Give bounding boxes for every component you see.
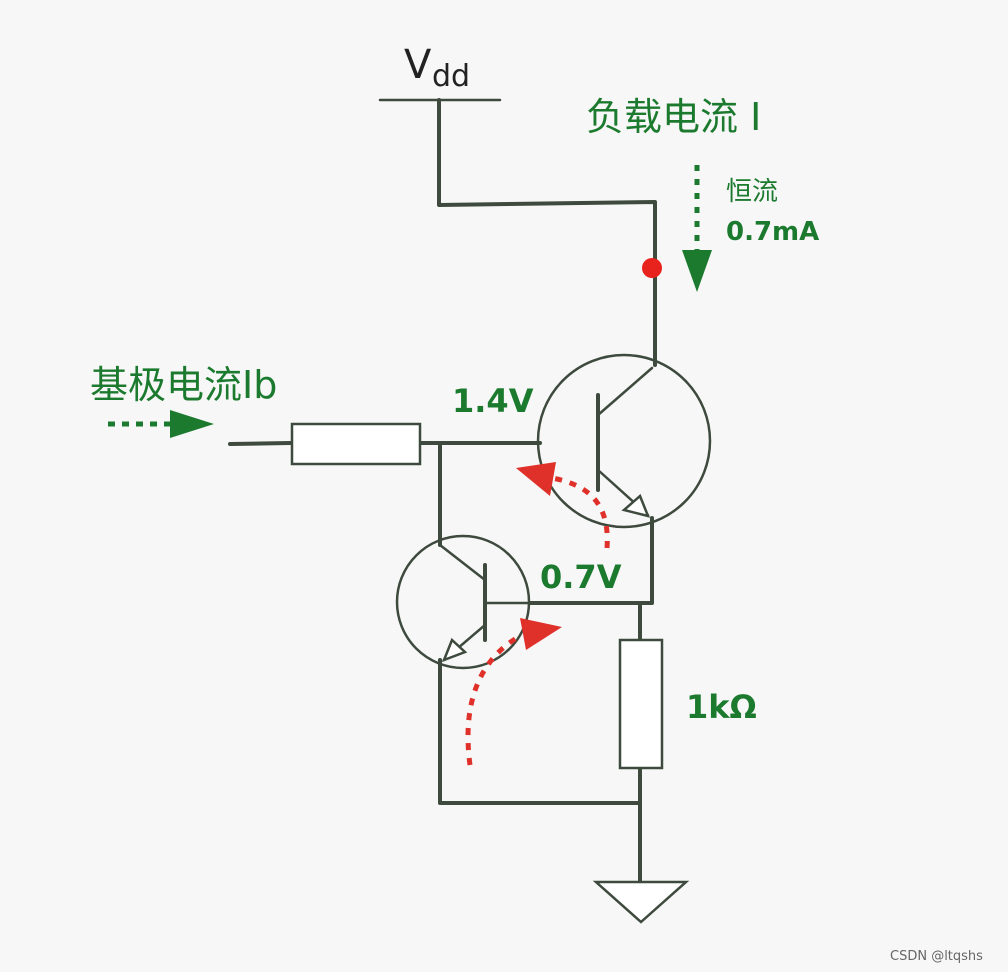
vdd-supply: V dd bbox=[378, 42, 502, 102]
wire-vdd-to-collector bbox=[437, 98, 657, 367]
watermark: CSDN @ltqshs bbox=[890, 949, 983, 964]
base-current-arrow-icon bbox=[108, 410, 214, 438]
lower-vbe-arrow-icon bbox=[465, 618, 562, 766]
upper-emitter-arrow-icon bbox=[621, 493, 651, 518]
ground-icon bbox=[592, 880, 690, 924]
upper-transistor-body bbox=[536, 353, 712, 529]
base-current-label: 基极电流Ib bbox=[90, 363, 277, 407]
wire-lower-emitter-to-ground bbox=[438, 658, 642, 884]
lower-npn-transistor bbox=[395, 534, 532, 670]
load-current-label: 负载电流 I bbox=[586, 95, 761, 139]
wire-emitter-node bbox=[528, 516, 654, 605]
constant-current-label: 恒流 bbox=[726, 177, 778, 207]
base-current-arrow-head bbox=[170, 410, 214, 438]
lower-transistor-collector bbox=[438, 543, 487, 582]
load-current-arrow-icon bbox=[682, 165, 712, 292]
measurement-node-dot bbox=[642, 258, 662, 278]
wire-base-input bbox=[228, 441, 292, 446]
wires bbox=[228, 98, 657, 884]
resistor-value-label: 1kΩ bbox=[686, 688, 757, 726]
emitter-voltage-label: 0.7V bbox=[540, 558, 622, 596]
upper-npn-transistor bbox=[536, 353, 712, 529]
lower-vbe-arrow-path bbox=[465, 633, 522, 766]
upper-vbe-arrow-icon bbox=[516, 462, 610, 549]
lower-emitter-arrow-icon bbox=[441, 637, 468, 663]
base-resistor bbox=[290, 422, 422, 466]
upper-vbe-arrow-head bbox=[516, 462, 556, 496]
vdd-label-main: V bbox=[404, 42, 432, 88]
emitter-resistor-1k bbox=[618, 638, 664, 770]
upper-vbe-arrow-path bbox=[551, 475, 610, 549]
constant-current-value: 0.7mA bbox=[726, 217, 819, 247]
base-voltage-label: 1.4V bbox=[452, 382, 534, 420]
vdd-label-sub: dd bbox=[432, 59, 470, 94]
lower-vbe-arrow-head bbox=[520, 618, 562, 650]
load-current-arrow-head bbox=[682, 250, 712, 292]
upper-transistor-collector bbox=[596, 366, 654, 417]
